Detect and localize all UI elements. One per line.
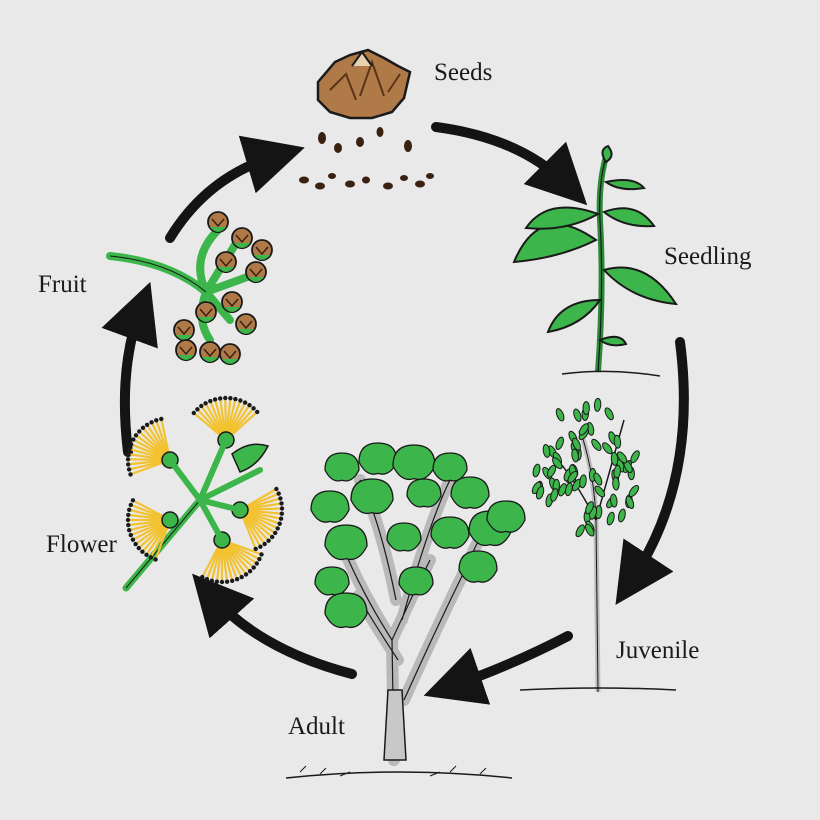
stage-label-adult: Adult [288,713,345,740]
arrow-seeds-to-seedling [431,122,588,206]
seedling-icon [512,144,678,377]
stage-label-fruit: Fruit [38,271,87,298]
fruit-cluster-icon [106,211,273,366]
stage-label-seeds: Seeds [434,59,493,86]
arrow-seedling-to-juvenile [615,337,689,606]
arrow-juvenile-to-adult [423,631,573,705]
flower-icon [122,395,285,592]
stage-label-juvenile: Juvenile [616,637,700,664]
arrow-fruit-to-seeds [165,135,305,243]
seed-pod-icon [299,48,434,190]
arrow-adult-to-flower [192,573,357,679]
stage-label-seedling: Seedling [664,243,752,270]
cycle-arrows [101,122,689,705]
arrow-flower-to-fruit [101,281,158,457]
adult-tree-icon [285,442,526,779]
juvenile-tree-icon [519,397,677,693]
stage-label-flower: Flower [46,531,117,558]
